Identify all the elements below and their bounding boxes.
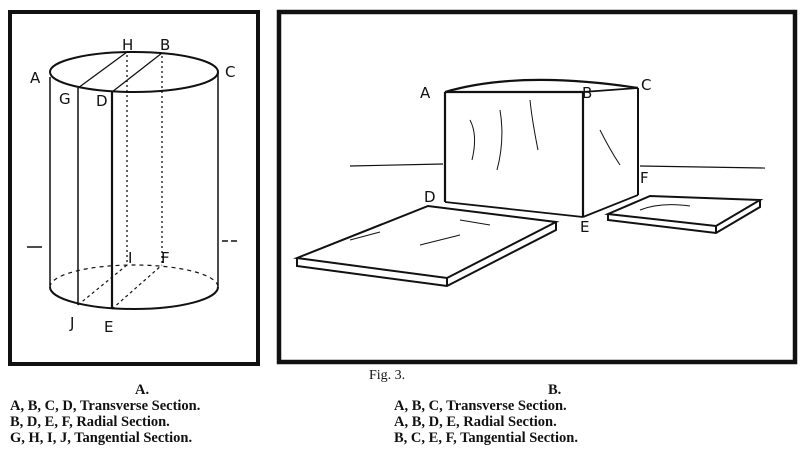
point-label: E xyxy=(104,318,113,336)
point-label: G xyxy=(59,90,71,108)
point-label: F xyxy=(640,169,649,187)
point-label: C xyxy=(225,63,235,81)
legend-line: B, D, E, F, Radial Section. xyxy=(10,414,170,430)
point-label: D xyxy=(424,188,436,206)
legend-line: B, C, E, F, Tangential Section. xyxy=(394,430,578,446)
panel-a-point-labels: A H B C G D I F J E xyxy=(30,36,235,336)
panel-a-heading: A. xyxy=(135,382,150,398)
point-label: H xyxy=(122,36,133,54)
figure-title: Fig. 3. xyxy=(369,368,406,383)
legend-line: A, B, C, D, Transverse Section. xyxy=(10,398,201,414)
panel-b-heading: B. xyxy=(548,382,562,398)
point-label: D xyxy=(96,92,108,110)
legend-line: A, B, D, E, Radial Section. xyxy=(394,414,557,430)
point-label: E xyxy=(580,218,589,236)
point-label: B xyxy=(160,36,170,54)
cylinder-top xyxy=(49,51,219,93)
panel-a-frame xyxy=(8,10,260,366)
point-label: F xyxy=(161,249,170,267)
point-label: I xyxy=(128,249,132,267)
point-label: A xyxy=(30,69,41,87)
point-label: B xyxy=(582,84,592,102)
panel-b-block-diagram xyxy=(276,9,798,365)
panel-b-point-labels: A B C D E F xyxy=(420,76,651,236)
legend-line: A, B, C, Transverse Section. xyxy=(394,398,567,414)
panel-a-legend: A, B, C, D, Transverse Section. B, D, E,… xyxy=(10,398,200,446)
panel-b-frame xyxy=(276,9,798,365)
legend-line: G, H, I, J, Tangential Section. xyxy=(10,430,193,446)
panel-a-cylinder-diagram xyxy=(8,10,260,366)
point-label: C xyxy=(641,76,651,94)
point-label: J xyxy=(69,314,74,332)
panel-b-legend: A, B, C, Transverse Section. A, B, D, E,… xyxy=(394,398,578,446)
point-label: A xyxy=(420,84,431,102)
